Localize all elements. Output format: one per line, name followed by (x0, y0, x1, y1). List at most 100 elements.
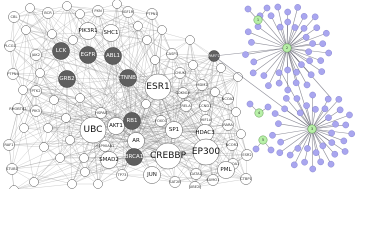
unlabeled-node (75, 93, 85, 103)
edge-726 (205, 76, 239, 153)
edge-689 (83, 157, 99, 185)
edge-712 (92, 59, 156, 131)
edge-right-10 (286, 27, 317, 49)
edge-94 (35, 13, 81, 56)
satellite-node (304, 145, 311, 152)
edge-283 (185, 105, 242, 135)
unlabeled-node (62, 1, 72, 11)
node-sp1: SP1 (165, 121, 183, 139)
edge-right-47 (311, 114, 350, 130)
satellite-node (306, 57, 313, 65)
node-circle (125, 148, 143, 166)
edge-702 (145, 103, 206, 134)
edge-right-2 (257, 26, 288, 49)
satellite-node (331, 150, 339, 158)
edge-435 (227, 124, 248, 156)
hub-node-3: 3 (307, 124, 317, 134)
edge-174 (171, 53, 215, 57)
node-circle (6, 163, 18, 175)
edge-766 (43, 77, 129, 148)
edge-608 (116, 3, 133, 122)
node-circle (190, 168, 202, 180)
node-circle (144, 73, 172, 101)
satellite-node (328, 129, 335, 137)
satellite-node (312, 149, 320, 156)
edge-725 (192, 64, 239, 78)
satellite-node (335, 96, 343, 103)
node-bcr: BCR (42, 7, 54, 19)
node-circle (165, 121, 183, 139)
unlabeled-node (9, 185, 19, 189)
satellite-node (312, 105, 319, 113)
edge-580 (135, 140, 176, 183)
node-circle (240, 173, 252, 185)
satellite-node (342, 121, 350, 129)
node-ptk2: PTK2 (30, 85, 42, 97)
edge-762 (71, 129, 175, 185)
unlabeled-node (55, 153, 65, 163)
node-circle (107, 117, 125, 135)
node-pxn: PXN (92, 5, 104, 17)
edge-221 (127, 25, 139, 79)
edge-264 (182, 39, 191, 94)
node-abl1: ABL1 (104, 47, 122, 65)
edge-602 (51, 13, 81, 35)
node-circle (222, 119, 234, 131)
satellite-node (325, 49, 333, 57)
edge-right-20 (278, 47, 288, 84)
satellite-node (265, 82, 272, 89)
edge-452 (8, 86, 159, 146)
edge-559 (83, 157, 123, 176)
node-gata1: GATA1 (190, 168, 202, 180)
node-circle (123, 112, 141, 130)
edge-293 (204, 76, 239, 107)
hub-node-2: 2 (282, 43, 292, 53)
unlabeled-node (61, 113, 71, 123)
node-circle (30, 85, 42, 97)
node-circle (58, 70, 76, 88)
node-circle (200, 114, 212, 126)
node-cbl: CBL (8, 11, 20, 23)
node-rara: RARA (222, 119, 234, 131)
unlabeled-node (236, 129, 246, 139)
edge-17 (47, 12, 169, 157)
unlabeled-node (150, 55, 160, 65)
edge-564 (151, 174, 214, 181)
edge-450 (8, 144, 45, 148)
satellite-node (260, 72, 268, 79)
edge-341 (35, 110, 45, 148)
satellite-node (269, 131, 276, 139)
satellite-node (311, 13, 319, 21)
satellite-node (324, 95, 332, 103)
edge-right-14 (286, 47, 321, 61)
edge-707 (131, 39, 148, 122)
edge-578 (174, 179, 214, 183)
satellite-node (276, 149, 284, 157)
node-lck: LCK (52, 42, 70, 60)
satellite-node (300, 25, 308, 32)
edge-609 (115, 3, 118, 127)
edge-9 (13, 16, 129, 79)
satellite-node (275, 69, 283, 77)
satellite-node (252, 145, 260, 153)
edge-737 (214, 91, 242, 135)
satellite-node (319, 40, 327, 48)
satellite-node (244, 5, 252, 13)
edge-91 (17, 54, 37, 110)
satellite-node (300, 13, 308, 20)
edge-493 (214, 91, 233, 146)
edge-664 (69, 139, 73, 185)
unlabeled-node (93, 179, 103, 189)
satellite-node (305, 48, 312, 56)
node-circle (174, 67, 186, 79)
satellite-node (292, 79, 300, 87)
satellite-node (303, 81, 311, 89)
edge-right-3 (259, 15, 288, 49)
edge-760 (21, 183, 73, 189)
satellite-node (276, 23, 284, 31)
node-circle (116, 169, 128, 181)
unlabeled-node (68, 35, 78, 45)
node-esr1: ESR1 (144, 73, 172, 101)
edge-759 (43, 146, 73, 185)
unlabeled-node (157, 25, 167, 35)
